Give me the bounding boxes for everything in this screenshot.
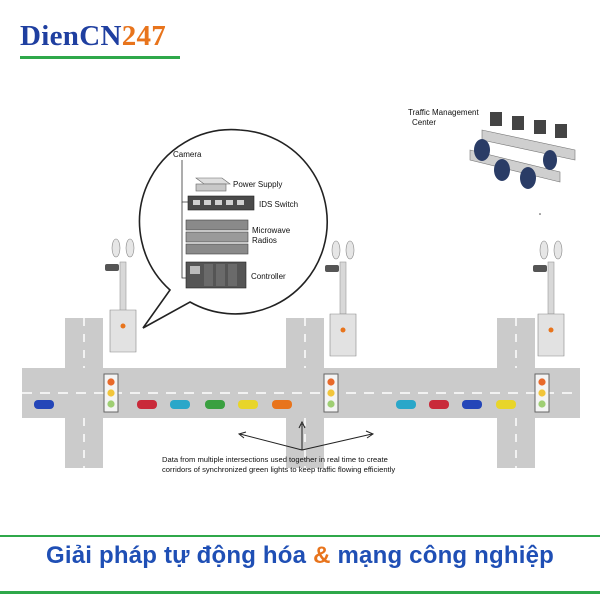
diagram-caption: Data from multiple intersections used to…: [162, 455, 472, 475]
traffic-light-right: [534, 373, 550, 413]
sensor-pole-right: [533, 240, 565, 357]
caption-line2: corridors of synchronized green lights t…: [162, 465, 396, 474]
equipment-callout: [138, 128, 328, 329]
car-icon: [272, 400, 292, 409]
camera-icon: [533, 265, 547, 272]
caption-line1: Data from multiple intersections used to…: [162, 455, 388, 464]
power-supply-icon: [195, 177, 231, 185]
car-icon: [496, 400, 516, 409]
sensor-pole-left: [105, 238, 137, 353]
tmc-line2: Center: [412, 118, 437, 127]
label-camera: Camera: [173, 150, 202, 159]
traffic-light-middle: [323, 373, 339, 413]
label-controller: Controller: [251, 272, 286, 281]
brand-logo: DienCN247: [20, 20, 166, 53]
car-icon: [238, 400, 258, 409]
controller-cabinet-icon: [109, 309, 137, 353]
microwave-dish-icon: [539, 240, 549, 260]
tmc-line1: Traffic Management: [408, 108, 479, 117]
car-icon: [462, 400, 482, 409]
label-microwave-radios: Microwave Radios: [252, 226, 290, 246]
label-microwave-line1: Microwave: [252, 226, 291, 235]
car-icon: [137, 400, 157, 409]
traffic-management-center: [469, 112, 576, 215]
label-power-supply: Power Supply: [233, 180, 283, 189]
footer-text-2: mạng công nghiệp: [330, 542, 555, 569]
label-microwave-line2: Radios: [252, 236, 277, 245]
car-icon: [396, 400, 416, 409]
footer-divider-top: [0, 535, 600, 537]
logo-underline: [20, 56, 180, 59]
camera-icon: [325, 265, 339, 272]
controller-cabinet-icon: [329, 313, 357, 357]
logo-text-main: DienCN: [20, 20, 122, 52]
radio-icon: [185, 219, 249, 231]
label-ids-switch: IDS Switch: [259, 200, 299, 209]
chair-icon: [474, 139, 490, 161]
car-icon: [170, 400, 190, 409]
footer-ampersand: &: [313, 542, 331, 569]
microwave-dish-icon: [111, 238, 121, 258]
label-traffic-management-center: Traffic Management Center: [408, 108, 479, 128]
traffic-light-left: [103, 373, 119, 413]
controller-cabinet-icon: [537, 313, 565, 357]
monitor-icon: [512, 116, 524, 130]
sensor-pole-middle: [325, 240, 357, 357]
vehicles: [34, 400, 516, 409]
microwave-dish-icon: [331, 240, 341, 260]
footer-slogan: Giải pháp tự động hóa & mạng công nghiệp: [0, 542, 600, 570]
car-icon: [34, 400, 54, 409]
footer-text-1: Giải pháp tự động hóa: [45, 542, 314, 569]
car-icon: [429, 400, 449, 409]
logo-text-number: 247: [121, 20, 167, 52]
camera-icon: [105, 264, 119, 271]
footer-divider-bottom: [0, 591, 600, 594]
caption-arrows: [237, 420, 375, 451]
car-icon: [205, 400, 225, 409]
